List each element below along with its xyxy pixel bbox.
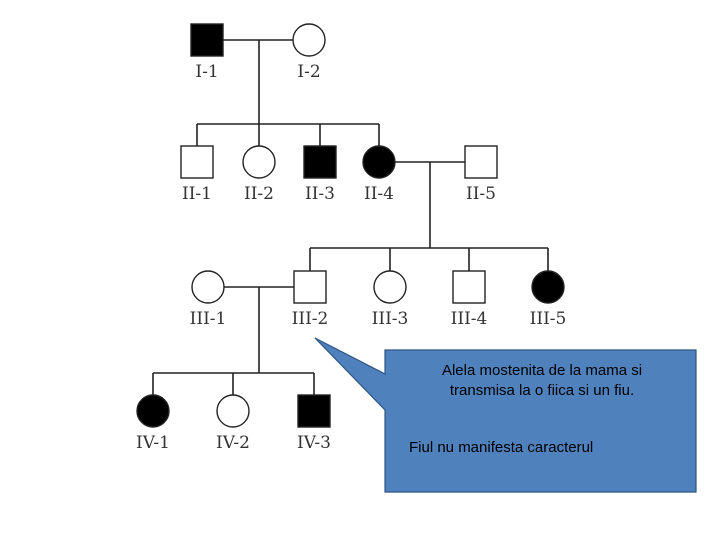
- affected-female-circle: [531, 270, 565, 304]
- label-iii-2: III-2: [292, 309, 329, 329]
- label-iii-1: III-1: [190, 309, 227, 329]
- label-ii-3: II-3: [305, 184, 335, 204]
- label-i-1: I-1: [195, 62, 218, 82]
- individual-i-2: I-2: [292, 23, 326, 82]
- callout-text-line3: Fiul nu manifesta caracterul: [409, 439, 594, 456]
- unaffected-male-square: [452, 270, 486, 304]
- unaffected-female-circle: [292, 23, 326, 57]
- unaffected-male-square: [180, 145, 214, 179]
- label-iv-2: IV-2: [216, 433, 250, 453]
- unaffected-male-square: [293, 270, 327, 304]
- label-ii-1: II-1: [182, 184, 212, 204]
- individual-iii-4: III-4: [451, 270, 488, 329]
- individual-iii-3: III-3: [372, 270, 409, 329]
- affected-male-square: [303, 145, 337, 179]
- individual-iii-5: III-5: [530, 270, 567, 329]
- affected-female-circle: [362, 145, 396, 179]
- pedigree-lines: [152, 39, 549, 395]
- individual-ii-2: II-2: [242, 145, 276, 204]
- label-ii-2: II-2: [244, 184, 274, 204]
- individual-i-1: I-1: [190, 23, 224, 82]
- unaffected-female-circle: [373, 270, 407, 304]
- label-iii-4: III-4: [451, 309, 488, 329]
- label-iii-5: III-5: [530, 309, 567, 329]
- label-ii-5: II-5: [466, 184, 496, 204]
- callout-text-line1: Alela mostenita de la mama si: [441, 362, 643, 379]
- callout-box: [314, 337, 697, 493]
- unaffected-female-circle: [242, 145, 276, 179]
- affected-female-circle: [136, 394, 170, 428]
- unaffected-male-square: [464, 145, 498, 179]
- individual-iii-2: III-2: [292, 270, 329, 329]
- individual-ii-4: II-4: [362, 145, 396, 204]
- label-iii-3: III-3: [372, 309, 409, 329]
- unaffected-female-circle: [191, 270, 225, 304]
- individual-iv-1: IV-1: [136, 394, 170, 453]
- individual-iv-2: IV-2: [216, 394, 250, 453]
- individual-ii-1: II-1: [180, 145, 214, 204]
- callout-text-line2: transmisa la o fiica si un fiu.: [449, 382, 635, 399]
- affected-male-square: [190, 23, 224, 57]
- individual-ii-3: II-3: [303, 145, 337, 204]
- affected-male-square: [297, 394, 331, 428]
- label-iv-1: IV-1: [136, 433, 170, 453]
- label-iv-3: IV-3: [297, 433, 331, 453]
- label-ii-4: II-4: [364, 184, 394, 204]
- individual-ii-5: II-5: [464, 145, 498, 204]
- individual-iv-3: IV-3: [297, 394, 331, 453]
- label-i-2: I-2: [297, 62, 320, 82]
- unaffected-female-circle: [216, 394, 250, 428]
- individual-iii-1: III-1: [190, 270, 227, 329]
